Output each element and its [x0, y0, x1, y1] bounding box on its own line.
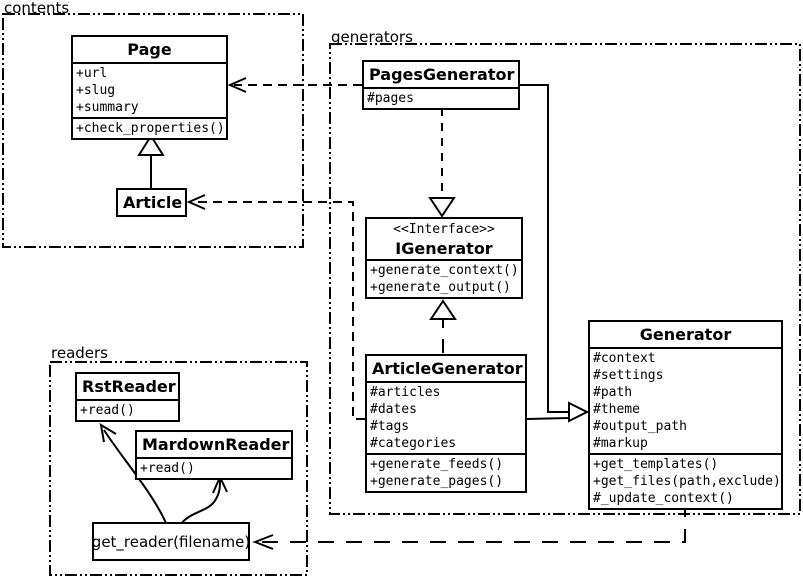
attribute: #markup	[593, 436, 648, 451]
class-methods: +get_templates() +get_files(path,exclude)…	[590, 453, 781, 508]
class-box-igenerator: <<Interface>> IGenerator +generate_conte…	[365, 217, 523, 299]
method: #_update_context()	[593, 491, 734, 506]
method: +generate_context()	[370, 263, 519, 278]
inheritance-triangle-icon	[568, 401, 590, 423]
class-box-pagesgenerator: PagesGenerator #pages	[362, 60, 520, 110]
method: +read()	[140, 461, 195, 476]
class-box-mardownreader: MardownReader +read()	[135, 430, 293, 480]
method: +check_properties()	[76, 121, 225, 136]
pagesgenerator-to-generator-line	[520, 84, 569, 413]
method: +get_files(path,exclude)	[593, 474, 781, 489]
class-title: IGenerator	[395, 239, 493, 258]
attribute: #dates	[370, 402, 417, 417]
class-title: Generator	[639, 325, 732, 344]
generators-package-label: generators	[331, 28, 413, 46]
attribute: +slug	[76, 83, 116, 98]
attribute: #path	[593, 385, 633, 400]
inheritance-triangle-icon	[137, 134, 165, 156]
method: +generate_output()	[370, 280, 511, 295]
class-title: ArticleGenerator	[372, 359, 523, 378]
method: +get_templates()	[593, 457, 719, 472]
class-box-generator: Generator #context #settings #path #theme #o…	[588, 320, 783, 510]
attribute: +summary	[76, 100, 139, 115]
method: +generate_feeds()	[370, 457, 504, 472]
class-stereotype: <<Interface>>	[393, 222, 495, 237]
attribute: +url	[76, 66, 108, 81]
class-methods: +read()	[77, 399, 178, 420]
class-title: MardownReader	[142, 435, 290, 454]
class-methods: +generate_feeds() +generate_pages()	[367, 453, 525, 491]
getreader-to-mardownreader-curve	[180, 479, 221, 525]
class-attributes: #articles #dates #tags #categories	[367, 381, 525, 453]
generator-to-getreader-dashed-line	[261, 501, 686, 543]
readers-package-border	[49, 361, 308, 576]
get-reader-label: get_reader(filename)	[91, 532, 251, 551]
class-methods: +read()	[137, 457, 291, 478]
realization-triangle-icon	[428, 197, 456, 218]
attribute: #theme	[593, 402, 640, 417]
class-attributes: +url +slug +summary	[73, 62, 226, 117]
class-box-articlegenerator: ArticleGenerator #articles #dates #tags #ca…	[365, 354, 527, 493]
class-box-article: Article	[116, 188, 187, 217]
articlegenerator-to-generator-line	[526, 417, 570, 420]
attribute: #categories	[370, 436, 457, 451]
attribute: #articles	[370, 385, 441, 400]
contents-package-label: contents	[4, 0, 70, 17]
attribute: #context	[593, 351, 656, 366]
class-methods: +generate_context() +generate_output()	[367, 259, 521, 297]
contents-package-border	[2, 13, 304, 248]
articlegenerator-to-article-dashed-line	[193, 201, 365, 420]
method: +generate_pages()	[370, 474, 504, 489]
class-methods: +check_properties()	[73, 117, 226, 138]
attribute: #settings	[593, 368, 664, 383]
get-reader-box: get_reader(filename)	[92, 522, 250, 561]
generators-package-border	[329, 43, 801, 515]
realization-triangle-icon	[429, 299, 457, 320]
open-arrowhead-icon	[252, 534, 274, 550]
attribute: #output_path	[593, 419, 687, 434]
class-title: Article	[123, 193, 183, 212]
method: +read()	[80, 403, 135, 418]
class-title: RstReader	[82, 377, 176, 396]
class-box-page: Page +url +slug +summary +check_properties…	[71, 35, 228, 140]
readers-package-label: readers	[51, 344, 108, 362]
open-arrowhead-icon	[227, 77, 247, 93]
open-arrowhead-icon	[186, 194, 206, 210]
class-box-rstreader: RstReader +read()	[75, 372, 180, 422]
attribute: #tags	[370, 419, 410, 434]
attribute: #pages	[367, 91, 414, 106]
class-title: PagesGenerator	[369, 65, 515, 84]
curve-arrowhead-icon	[99, 423, 117, 443]
class-attributes: #context #settings #path #theme #output_path…	[590, 347, 781, 453]
class-title: Page	[127, 40, 172, 59]
class-attributes: #pages	[364, 87, 518, 108]
